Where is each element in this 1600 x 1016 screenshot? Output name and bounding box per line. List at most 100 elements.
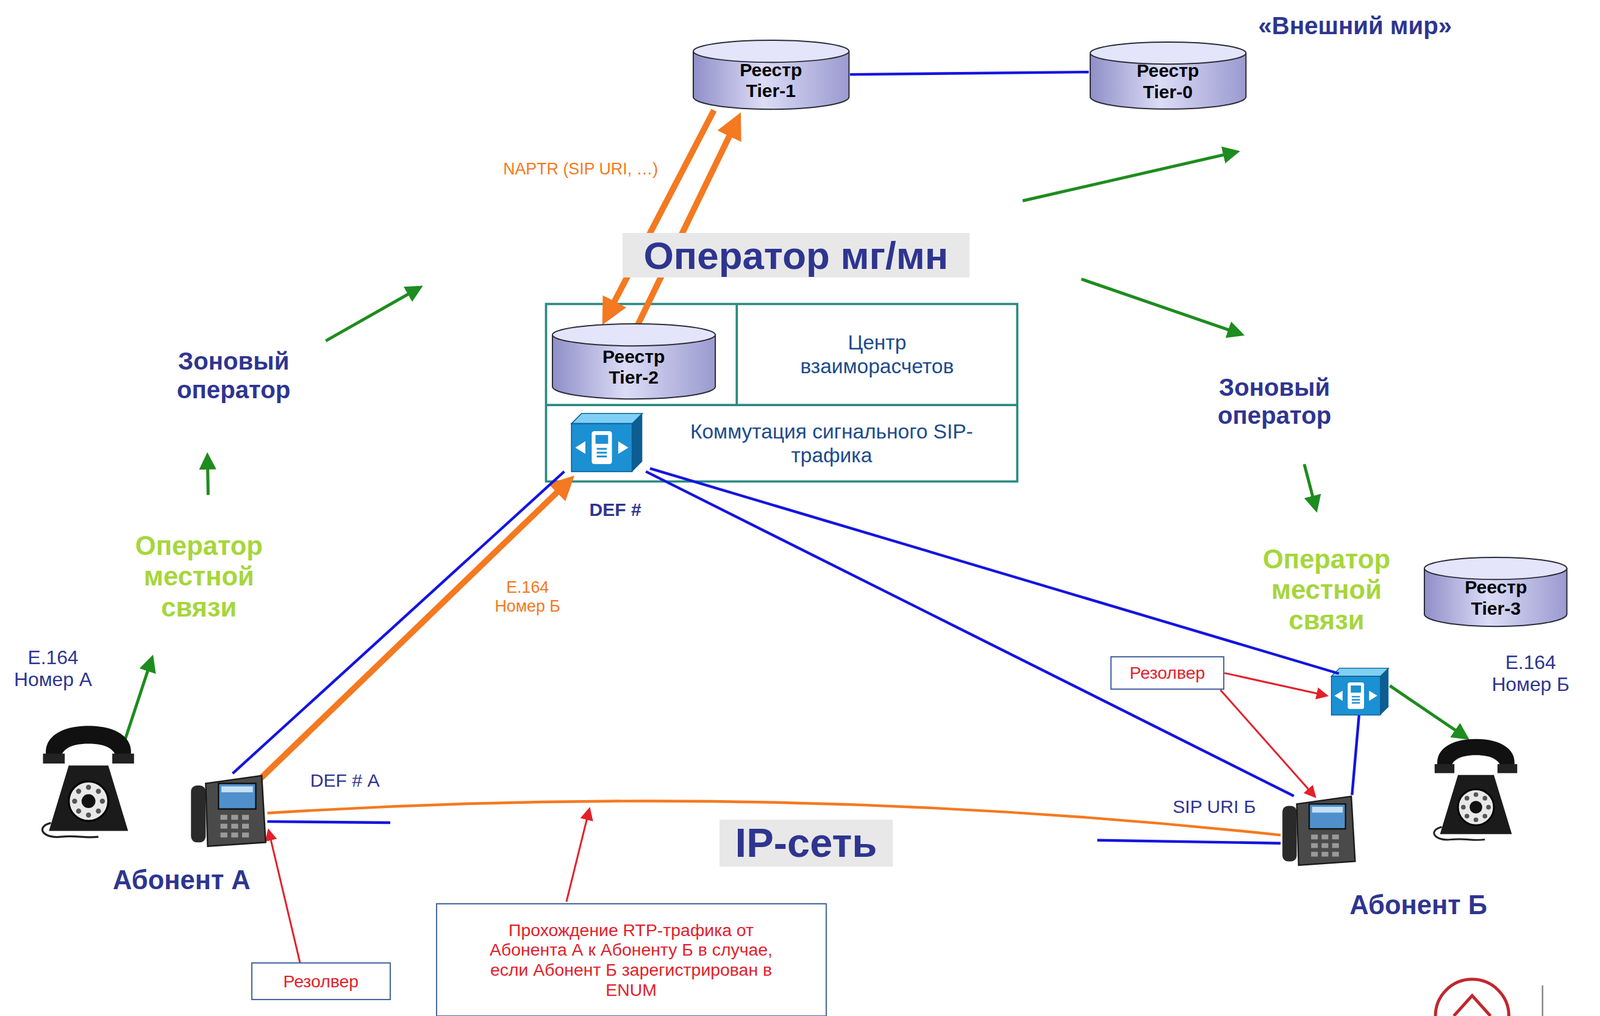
rotary-phone-picture-part bbox=[85, 812, 91, 818]
cloud-shape-part bbox=[75, 498, 325, 655]
rotary-phone-picture-part bbox=[75, 789, 81, 794]
registry-cylinder: Реестр Tier-0 bbox=[1089, 40, 1247, 111]
rotary-phone-picture-part bbox=[81, 794, 96, 809]
cloud-shape-part bbox=[126, 306, 342, 446]
ip-phone-picture-part bbox=[231, 823, 238, 829]
rotary-phone-picture bbox=[39, 714, 138, 842]
resolver-box: Резолвер bbox=[1110, 656, 1225, 690]
callout-text: Прохождение RTP-трафика от Абонента А к … bbox=[488, 920, 775, 1000]
rotary-phone: E.164 Номер А bbox=[39, 714, 138, 842]
switch-icon-part bbox=[595, 434, 609, 444]
rotary-phone-picture-part bbox=[1469, 800, 1483, 814]
ip-phone-picture-part bbox=[1310, 834, 1318, 840]
resolver-box: Резолвер bbox=[251, 962, 391, 1000]
ip-phone-picture-part bbox=[1310, 851, 1318, 857]
globe-picture bbox=[1224, 4, 1486, 299]
ip-phone-picture-part bbox=[1332, 851, 1340, 857]
connector bbox=[1220, 689, 1311, 793]
ip-phone-picture bbox=[1280, 793, 1358, 868]
connector bbox=[267, 821, 391, 823]
ip-phone-picture-part bbox=[1310, 834, 1339, 857]
ip-phone-picture-part bbox=[1321, 834, 1329, 840]
globe-picture-part bbox=[1224, 254, 1486, 262]
globe-picture-part bbox=[1224, 214, 1486, 221]
switch-icon-part bbox=[592, 431, 613, 465]
rotary-phone-picture-part bbox=[71, 784, 105, 818]
rotary-phone-picture-part bbox=[1485, 804, 1491, 810]
ip-phone-picture-part bbox=[220, 823, 227, 829]
connector bbox=[232, 471, 565, 774]
switch-icon-phone bbox=[1347, 682, 1365, 709]
connector bbox=[645, 471, 1294, 796]
connector bbox=[1081, 279, 1236, 333]
operator-cloud: Зоновый оператор bbox=[101, 295, 366, 457]
connector bbox=[1389, 685, 1461, 734]
resolver-label: Резолвер bbox=[1118, 662, 1216, 683]
logo-rule bbox=[1541, 985, 1544, 1016]
subscriber-ellipse: Абонент АE.164 Номер АDEF # А bbox=[10, 673, 363, 934]
globe-picture-part bbox=[1239, 60, 1472, 294]
connector bbox=[850, 71, 1090, 75]
ip-phone-picture-part bbox=[231, 814, 238, 820]
switch-label: DEF # bbox=[564, 499, 666, 521]
cylinder-shape-part bbox=[1424, 557, 1568, 580]
switch-icon-part bbox=[632, 413, 643, 472]
ip-phone-picture-part bbox=[242, 832, 249, 838]
cloud-shape-part bbox=[370, 179, 1145, 312]
ip-phone-picture-part bbox=[205, 775, 266, 847]
globe-picture-part bbox=[1224, 60, 1486, 294]
rotary-phone-picture-part bbox=[1434, 826, 1485, 840]
globe-picture-part bbox=[1224, 93, 1486, 102]
cloud-shape-part bbox=[423, 763, 1124, 880]
center-frame-divider bbox=[735, 303, 738, 405]
switch-icon-part bbox=[571, 423, 633, 472]
globe-picture-part bbox=[1224, 134, 1486, 141]
switch-icon-top bbox=[1331, 668, 1389, 677]
globe-picture-part bbox=[1389, 99, 1463, 253]
rotary-phone-picture-part bbox=[1473, 817, 1479, 822]
globe-picture-part bbox=[1248, 60, 1461, 294]
ip-phone-picture-part bbox=[1321, 843, 1329, 849]
resolver-label: Резолвер bbox=[259, 971, 383, 992]
ip-phone-picture bbox=[189, 772, 268, 850]
connector bbox=[1097, 840, 1282, 844]
ip-phone-picture-part bbox=[1332, 843, 1340, 849]
cell-label: Центр взаиморасчетов bbox=[785, 331, 969, 379]
cloud-label: Зоновый оператор bbox=[1192, 373, 1357, 430]
switch-icon-arrows bbox=[1334, 690, 1377, 701]
edge-label: E.164 Номер Б bbox=[486, 578, 569, 616]
connector bbox=[270, 835, 300, 963]
registry-label: Реестр Tier-2 bbox=[585, 346, 683, 389]
rotary-phone-picture-part bbox=[48, 765, 129, 832]
cylinder-shape-part bbox=[1424, 568, 1568, 627]
rotary-phone-picture-part bbox=[1460, 804, 1466, 810]
switch-icon-part bbox=[571, 413, 643, 424]
rotary-phone-picture-part bbox=[95, 808, 101, 814]
ip-phone-picture-part bbox=[218, 782, 256, 809]
registry-label: Реестр Tier-0 bbox=[1119, 60, 1217, 103]
ip-phone-picture-part bbox=[190, 785, 206, 843]
globe-node: «Внешний мир» bbox=[1224, 4, 1486, 299]
rotary-phone-picture-part bbox=[1457, 789, 1494, 825]
address-label: SIP URI Б bbox=[1157, 796, 1271, 818]
cloud-label: Оператор местной связи bbox=[1242, 543, 1411, 636]
cylinder-shape-part bbox=[693, 51, 849, 110]
rotary-phone-picture-part bbox=[85, 784, 91, 790]
connector bbox=[1304, 464, 1315, 503]
ip-phone-picture-part bbox=[220, 814, 249, 838]
rotary-phone-picture-part bbox=[1464, 795, 1470, 801]
connector bbox=[254, 485, 565, 785]
connector bbox=[325, 290, 415, 341]
operator-cloud: Зоновый оператор bbox=[1125, 324, 1424, 480]
network-cloud: IP-сеть bbox=[382, 763, 1144, 880]
ip-phone-picture-part bbox=[1332, 834, 1340, 840]
ellipse-outline-part bbox=[12, 675, 361, 932]
cell-label: Коммутация сигнального SIP-трафика bbox=[678, 420, 985, 468]
connector bbox=[650, 468, 1340, 674]
cylinder-shape-part bbox=[693, 40, 849, 63]
ellipse-outline-part bbox=[1254, 695, 1597, 953]
switch-icon bbox=[1331, 668, 1389, 716]
ip-phone-picture-part bbox=[1310, 843, 1318, 849]
ip-phone-picture-part bbox=[220, 814, 227, 820]
